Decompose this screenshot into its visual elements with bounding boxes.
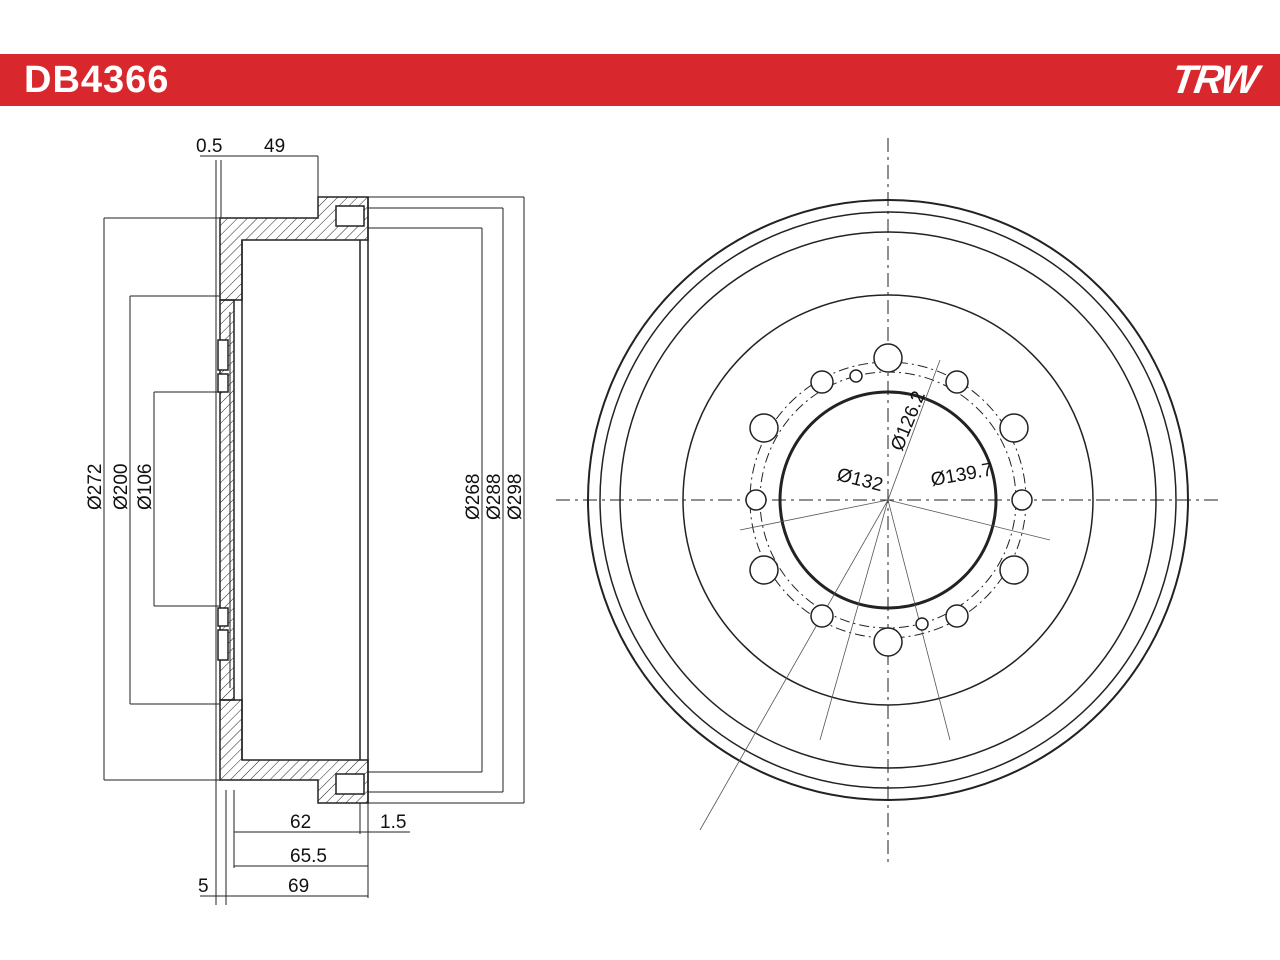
- dim-dia-139-7: Ø139.7: [929, 459, 994, 491]
- dim-dia-288: Ø288: [484, 474, 505, 520]
- dim-dia-272: Ø272: [85, 464, 106, 510]
- header-bar: DB4366 TRW: [0, 54, 1280, 106]
- side-view: [217, 196, 369, 804]
- dim-dia-200: Ø200: [111, 464, 132, 510]
- dim-dia-132: Ø132: [835, 464, 885, 496]
- front-view: [556, 138, 1222, 862]
- dim-dia-298: Ø298: [505, 474, 526, 520]
- dim-dia-268: Ø268: [463, 474, 484, 520]
- dim-62: 62: [290, 812, 311, 833]
- side-dimension-lines: [103, 155, 525, 905]
- dim-5: 5: [198, 876, 209, 897]
- dim-65-5: 65.5: [290, 846, 327, 867]
- part-number: DB4366: [24, 59, 170, 101]
- dim-1-5: 1.5: [380, 812, 406, 833]
- dim-dia-106: Ø106: [135, 464, 156, 510]
- dim-69: 69: [288, 876, 309, 897]
- dim-0-5: 0.5: [196, 136, 222, 157]
- front-dimension-text: Ø132 Ø126.2 Ø139.7: [835, 388, 994, 496]
- dim-49: 49: [264, 136, 285, 157]
- dim-dia-126-2: Ø126.2: [887, 388, 930, 454]
- side-dimension-text: 0.5 49 Ø272 Ø200 Ø106 Ø268 Ø288 Ø298 62 …: [85, 136, 526, 897]
